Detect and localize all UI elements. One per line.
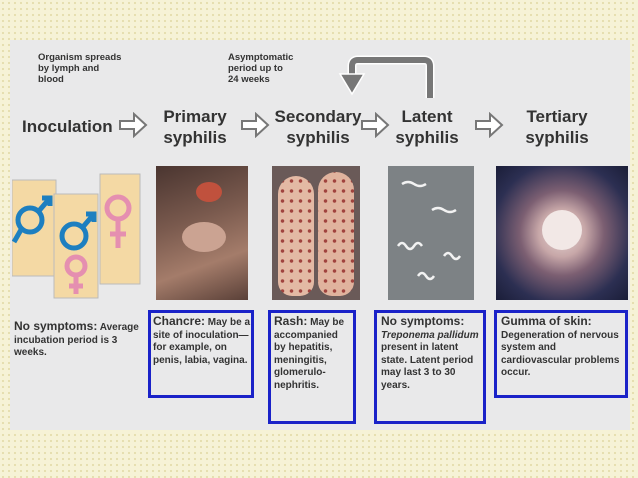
- treponema-micrograph: [388, 166, 474, 300]
- primary-highlight-box: [148, 310, 254, 398]
- loop-back-arrow-icon: [338, 55, 435, 98]
- stage-secondary: Secondary syphilis: [274, 107, 362, 147]
- gumma-photo: [496, 166, 628, 300]
- tertiary-highlight-box: [494, 310, 628, 398]
- description-heading: No symptoms:: [381, 314, 465, 328]
- description-body: Degeneration of nervous system and cardi…: [501, 329, 620, 379]
- description-body: May be accompanied by hepatitis, meningi…: [274, 317, 345, 391]
- tertiary-description: Gumma of skin: Degeneration of nervous s…: [501, 315, 625, 380]
- asymptomatic-note: Asymptomatic period up to 24 weeks: [228, 52, 294, 85]
- description-heading: Gumma of skin:: [501, 314, 592, 328]
- rash-photo: [272, 166, 360, 300]
- inoculation-description: No symptoms: Average incubation period i…: [14, 320, 140, 360]
- description-body: present in latent state. Latent period m…: [381, 342, 474, 391]
- right-arrow-icon: [119, 112, 148, 138]
- description-heading: Rash:: [274, 314, 308, 328]
- secondary-description: Rash: May be accompanied by hepatitis, m…: [274, 315, 352, 392]
- right-arrow-icon: [475, 112, 504, 138]
- stage-primary: Primary syphilis: [163, 107, 227, 147]
- description-body: May be a site of inoculation— for exampl…: [153, 317, 251, 366]
- right-arrow-icon: [361, 112, 390, 138]
- description-heading: No symptoms:: [14, 319, 98, 333]
- male-female-symbols-icon: [12, 173, 141, 299]
- latent-highlight-box: [374, 310, 486, 424]
- chancre-photo: [156, 166, 248, 300]
- secondary-highlight-box: [268, 310, 356, 424]
- stage-tertiary: Tertiary syphilis: [525, 107, 589, 147]
- description-heading: Chancre:: [153, 314, 206, 328]
- description-body: Average incubation period is 3 weeks.: [14, 322, 139, 358]
- latent-description: No symptoms: Treponema pallidum present …: [381, 315, 483, 392]
- treponema-name: Treponema pallidum: [381, 329, 479, 341]
- right-arrow-icon: [241, 112, 270, 138]
- primary-description: Chancre: May be a site of inoculation— f…: [153, 315, 251, 367]
- stage-inoculation: Inoculation: [22, 117, 113, 136]
- stage-latent: Latent syphilis: [395, 107, 459, 147]
- spread-note: Organism spreads by lymph and blood: [38, 52, 122, 85]
